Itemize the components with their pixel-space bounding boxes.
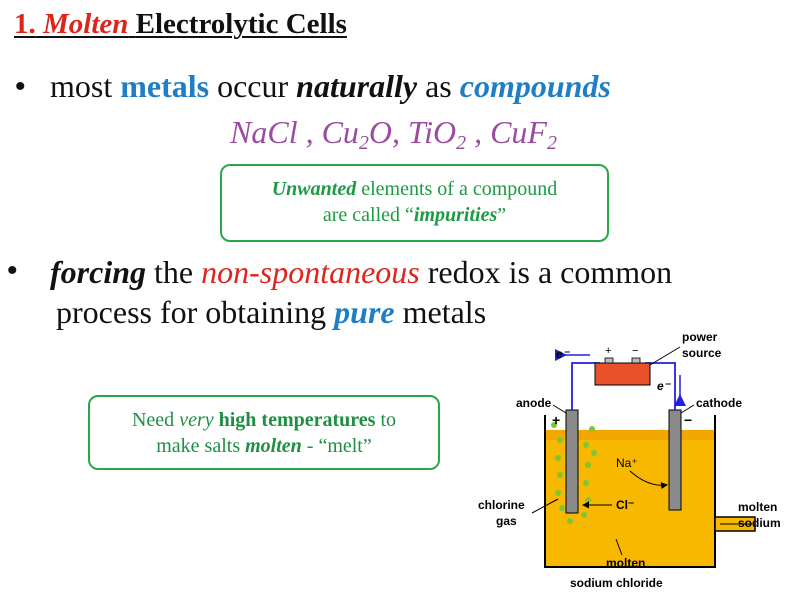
chlorine-bubbles [551, 422, 597, 524]
battery-plus: + [605, 345, 611, 357]
bullet-2-text: forcing the non-spontaneous redox is a c… [50, 254, 673, 330]
sodium-ion: Na⁺ [616, 456, 638, 470]
bullet-1-dot: • [15, 70, 26, 103]
molten-chloride-label-2: sodium chloride [570, 576, 663, 590]
container-outline [544, 415, 716, 568]
electrolytic-cell-diagram: + − e⁻ e⁻ power source anode cathode + −… [478, 330, 781, 590]
wire-left [571, 362, 600, 410]
source-label: source [682, 346, 722, 360]
molten-sodium-label-2: sodium [738, 516, 781, 530]
electron-left: e⁻ [556, 347, 571, 361]
electron-right: e⁻ [657, 379, 672, 393]
gas-label: gas [496, 514, 517, 528]
molten-chloride-label-1: molten [606, 556, 645, 570]
chlorine-label: chlorine [478, 498, 525, 512]
cathode-electrode [668, 409, 682, 511]
battery [594, 362, 651, 386]
molten-sodium-label-1: molten [738, 500, 777, 514]
chloride-ion: Cl⁻ [616, 498, 634, 512]
bullet-1-text: most metals occur naturally as compounds [50, 68, 611, 104]
slide-title: 1. Molten Electrolytic Cells [14, 8, 347, 40]
anode-label: anode [516, 396, 552, 410]
anode-electrode [565, 409, 579, 514]
compound-formulas: NaCl , Cu2O, TiO2 , CuF2 [230, 114, 557, 154]
impurities-callout: Unwanted elements of a compound are call… [220, 164, 609, 242]
anode-sign: + [552, 412, 560, 428]
battery-minus: − [632, 345, 638, 357]
bullet-2-dot: • [7, 254, 18, 287]
temperature-callout: Need very high temperatures to make salt… [88, 395, 440, 470]
cathode-sign: − [684, 412, 692, 428]
power-label: power [682, 330, 718, 344]
cathode-label: cathode [696, 396, 742, 410]
